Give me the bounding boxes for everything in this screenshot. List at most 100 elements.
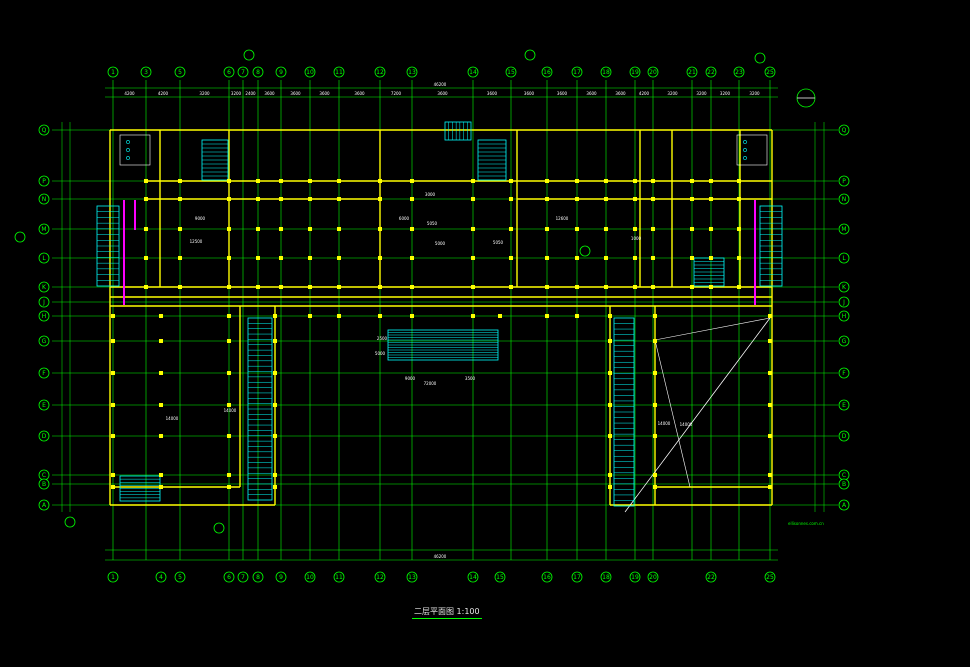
- axis-bubble-right-label: K: [842, 284, 847, 291]
- axis-bubble-right: [838, 478, 850, 490]
- column: [608, 473, 612, 477]
- dimension-text: 3600: [354, 91, 365, 96]
- column: [545, 227, 549, 231]
- detail-callout-bubble: [14, 231, 26, 243]
- axis-bubble-left-label: C: [42, 472, 46, 479]
- dimension-total: 72000: [424, 381, 437, 386]
- column: [273, 371, 277, 375]
- column: [509, 285, 513, 289]
- dimension-text: 4200: [158, 91, 169, 96]
- column: [144, 197, 148, 201]
- axis-bubble-right: [838, 296, 850, 308]
- column: [410, 256, 414, 260]
- axis-bubble-bottom-label: 18: [602, 574, 610, 581]
- axis-bubble-bottom-label: 1: [111, 574, 115, 581]
- axis-bubble-top-label: 13: [408, 69, 416, 76]
- column: [471, 285, 475, 289]
- column: [227, 314, 231, 318]
- fixture: [126, 140, 130, 144]
- axis-bubble-top-label: 22: [707, 69, 715, 76]
- axis-bubble-left: [38, 223, 50, 235]
- axis-bubble-right-label: J: [842, 299, 845, 306]
- axis-bubble-top: [237, 66, 249, 78]
- axis-bubble-bottom: [223, 571, 235, 583]
- axis-grid: [52, 80, 838, 560]
- axis-bubble-bottom: [705, 571, 717, 583]
- dimension-text: 3200: [696, 91, 707, 96]
- column: [227, 285, 231, 289]
- column: [144, 227, 148, 231]
- column: [308, 197, 312, 201]
- axis-bubble-left: [38, 367, 50, 379]
- column: [509, 179, 513, 183]
- symbols: [796, 88, 816, 108]
- axis-bubble-right: [838, 310, 850, 322]
- axis-bubble-top-label: 12: [376, 69, 384, 76]
- axis-bubble-right: [838, 430, 850, 442]
- column: [608, 434, 612, 438]
- dimension-text: 7200: [391, 91, 402, 96]
- column: [273, 314, 277, 318]
- column: [159, 434, 163, 438]
- axis-bubble-right-label: M: [841, 226, 846, 233]
- axis-bubble-right: [838, 175, 850, 187]
- column: [273, 473, 277, 477]
- axis-bubble-top-label: 9: [279, 69, 283, 76]
- column: [633, 285, 637, 289]
- axis-bubble-top-label: 10: [306, 69, 314, 76]
- axis-bubble-top: [647, 66, 659, 78]
- room-dimension-label: 9000: [195, 216, 206, 221]
- column: [575, 314, 579, 318]
- column: [737, 285, 741, 289]
- column: [410, 314, 414, 318]
- column: [608, 485, 612, 489]
- column: [737, 227, 741, 231]
- column: [227, 197, 231, 201]
- column: [651, 256, 655, 260]
- fixture: [126, 148, 130, 152]
- column: [410, 179, 414, 183]
- column: [178, 285, 182, 289]
- column: [608, 314, 612, 318]
- axis-bubble-bottom: [647, 571, 659, 583]
- axis-bubble-top-label: 18: [602, 69, 610, 76]
- column: [144, 285, 148, 289]
- axis-bubble-top: [252, 66, 264, 78]
- column: [337, 256, 341, 260]
- dimension-text: 3600: [290, 91, 301, 96]
- axis-bubble-bottom: [600, 571, 612, 583]
- axis-bubble-bottom: [494, 571, 506, 583]
- room-dimension-label: 2500: [377, 336, 388, 341]
- column: [709, 197, 713, 201]
- column: [144, 256, 148, 260]
- column: [144, 179, 148, 183]
- column: [690, 285, 694, 289]
- axis-bubble-right-label: B: [842, 481, 846, 488]
- column: [471, 314, 475, 318]
- dimension-text: 4200: [124, 91, 135, 96]
- detail-callout-bubble: [213, 522, 225, 534]
- column: [308, 179, 312, 183]
- column: [768, 371, 772, 375]
- column: [111, 371, 115, 375]
- column: [410, 227, 414, 231]
- axis-bubble-bottom-label: 10: [306, 574, 314, 581]
- axis-bubble-bottom-label: 19: [631, 574, 639, 581]
- axis-bubble-bottom-label: 12: [376, 574, 384, 581]
- column: [273, 339, 277, 343]
- axis-bubble-top: [705, 66, 717, 78]
- column: [737, 256, 741, 260]
- column: [509, 256, 513, 260]
- column: [308, 314, 312, 318]
- axis-bubble-top: [406, 66, 418, 78]
- axis-bubble-top-label: 11: [335, 69, 343, 76]
- column: [604, 256, 608, 260]
- column: [111, 339, 115, 343]
- column: [604, 197, 608, 201]
- axis-bubble-top-label: 23: [735, 69, 743, 76]
- axis-bubble-left-label: K: [42, 284, 47, 291]
- column: [227, 434, 231, 438]
- axis-bubble-top-label: 21: [688, 69, 696, 76]
